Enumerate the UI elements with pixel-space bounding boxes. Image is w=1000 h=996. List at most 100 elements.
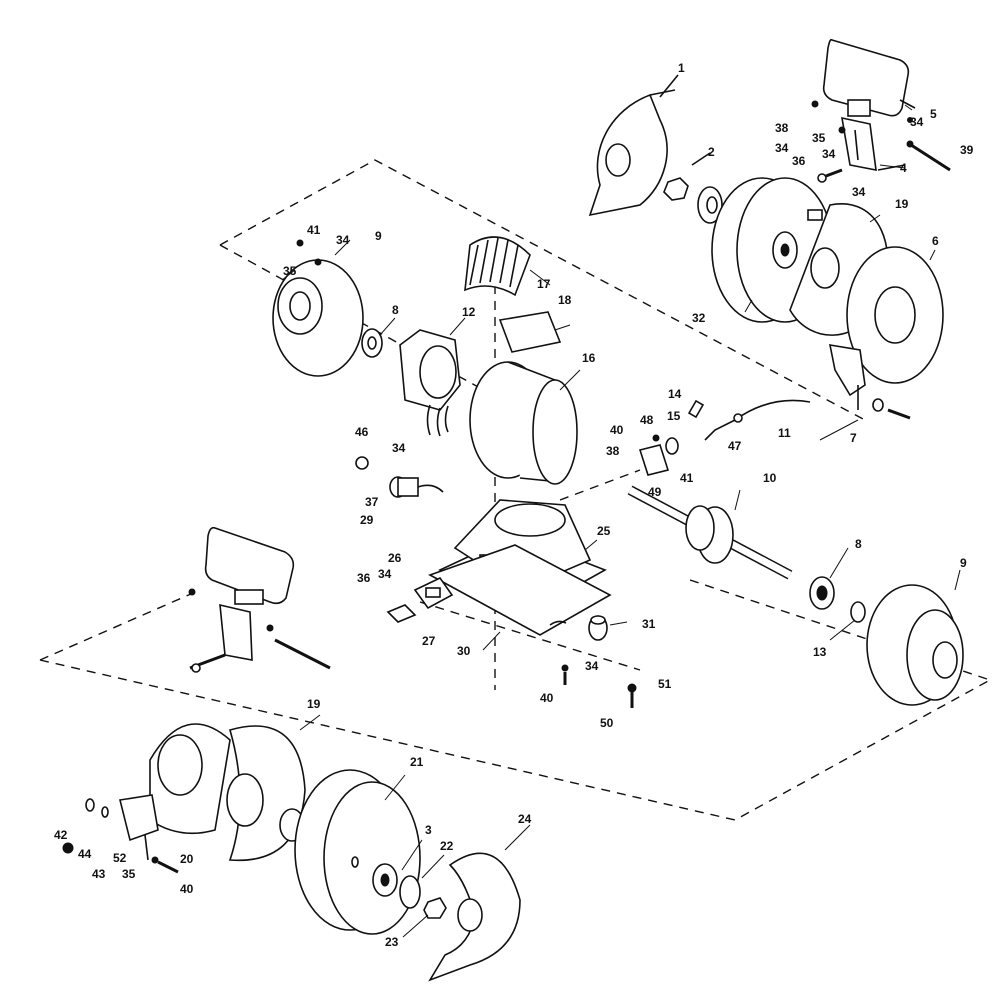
label-part-38a: 38 (775, 121, 789, 135)
part-flange-top (697, 186, 723, 224)
label-part-40a: 40 (610, 423, 624, 437)
label-part-19a: 19 (895, 197, 909, 211)
label-part-5: 5 (930, 107, 937, 121)
part-label-plate (498, 311, 562, 353)
part-grinding-wheel-left (294, 769, 421, 935)
label-part-21: 21 (410, 755, 424, 769)
label-part-51: 51 (658, 677, 672, 691)
label-part-1: 1 (678, 61, 685, 75)
label-part-34g: 34 (378, 567, 392, 581)
label-part-34a: 34 (775, 141, 789, 155)
label-part-17: 17 (537, 277, 551, 291)
part-washer (850, 601, 866, 623)
part-end-cover-right (866, 584, 964, 706)
label-part-27: 27 (422, 634, 436, 648)
label-part-11: 11 (778, 426, 791, 440)
part-number-labels: 1 2 38 34 35 36 34 34 4 5 34 39 19 6 32 … (54, 61, 974, 949)
label-part-14: 14 (668, 387, 682, 401)
part-tool-rest-bracket (62, 794, 179, 874)
label-part-3: 3 (425, 823, 432, 837)
part-bearing-left (361, 328, 383, 358)
label-part-38b: 38 (606, 444, 620, 458)
label-part-9b: 9 (960, 556, 967, 570)
part-motor-housing (469, 361, 578, 485)
label-part-52: 52 (113, 851, 127, 865)
label-part-4: 4 (900, 161, 907, 175)
part-eye-shield-right (822, 38, 916, 117)
label-part-39: 39 (960, 143, 974, 157)
label-part-18: 18 (558, 293, 572, 307)
label-part-36a: 36 (792, 154, 806, 168)
label-part-10: 10 (763, 471, 777, 485)
label-part-15: 15 (667, 409, 681, 423)
label-part-43: 43 (92, 867, 106, 881)
label-part-6: 6 (932, 234, 939, 248)
label-part-41a: 41 (307, 223, 321, 237)
part-switch-plate (413, 576, 454, 610)
label-part-24: 24 (518, 812, 532, 826)
label-part-30: 30 (457, 644, 471, 658)
label-part-37: 37 (365, 495, 379, 509)
label-part-34e: 34 (336, 233, 350, 247)
part-cord-clamp (638, 399, 705, 476)
label-part-25: 25 (597, 524, 611, 538)
label-part-7: 7 (850, 431, 857, 445)
label-part-26: 26 (388, 551, 402, 565)
label-part-34h: 34 (585, 659, 599, 673)
label-part-22: 22 (440, 839, 454, 853)
part-flange-left (372, 863, 447, 919)
label-part-8b: 8 (855, 537, 862, 551)
label-part-35a: 35 (812, 131, 826, 145)
part-long-bolt (906, 140, 951, 172)
label-part-9a: 9 (375, 229, 382, 243)
label-part-20: 20 (180, 852, 194, 866)
label-part-49: 49 (648, 485, 662, 499)
part-rubber-foot (588, 615, 608, 641)
label-part-47: 47 (728, 439, 742, 453)
part-bearing-right (809, 576, 835, 610)
part-capacitor (355, 456, 444, 498)
label-part-16: 16 (582, 351, 596, 365)
part-small-fasteners-top (811, 100, 913, 183)
part-outer-guard-left (428, 852, 521, 982)
label-part-41b: 41 (680, 471, 694, 485)
part-wheel-guard-disc (828, 246, 944, 420)
label-part-34b: 34 (822, 147, 836, 161)
part-motor-stator (399, 329, 461, 437)
label-part-40c: 40 (180, 882, 194, 896)
label-part-29: 29 (360, 513, 374, 527)
label-part-34f: 34 (392, 441, 406, 455)
label-part-19b: 19 (307, 697, 321, 711)
label-part-8a: 8 (392, 303, 399, 317)
label-part-23: 23 (385, 935, 399, 949)
label-part-2: 2 (708, 145, 715, 159)
label-part-50: 50 (600, 716, 614, 730)
label-part-36b: 36 (357, 571, 371, 585)
part-power-cord (704, 399, 811, 441)
label-part-34c: 34 (852, 185, 866, 199)
label-part-46: 46 (355, 425, 369, 439)
part-shield-bracket (841, 116, 906, 171)
label-part-48: 48 (640, 413, 654, 427)
label-part-40b: 40 (540, 691, 554, 705)
label-part-31: 31 (642, 617, 656, 631)
label-part-12: 12 (462, 305, 476, 319)
part-wheel-nut (663, 152, 711, 201)
label-part-35b: 35 (283, 264, 297, 278)
label-part-42: 42 (54, 828, 68, 842)
label-part-44: 44 (78, 847, 92, 861)
part-end-cover-left (272, 239, 364, 377)
part-upper-wheel-guard (588, 74, 679, 217)
label-part-35c: 35 (122, 867, 136, 881)
part-base-screws (561, 664, 637, 708)
label-part-13: 13 (813, 645, 827, 659)
leader-lines (281, 104, 961, 938)
part-rotor (464, 236, 531, 297)
label-part-34d: 34 (910, 115, 924, 129)
part-motor-shaft (627, 485, 793, 580)
part-switch (386, 604, 417, 623)
part-eye-shield-left (188, 526, 331, 673)
part-inner-guard-left (149, 723, 306, 862)
part-base-plate (428, 544, 612, 636)
